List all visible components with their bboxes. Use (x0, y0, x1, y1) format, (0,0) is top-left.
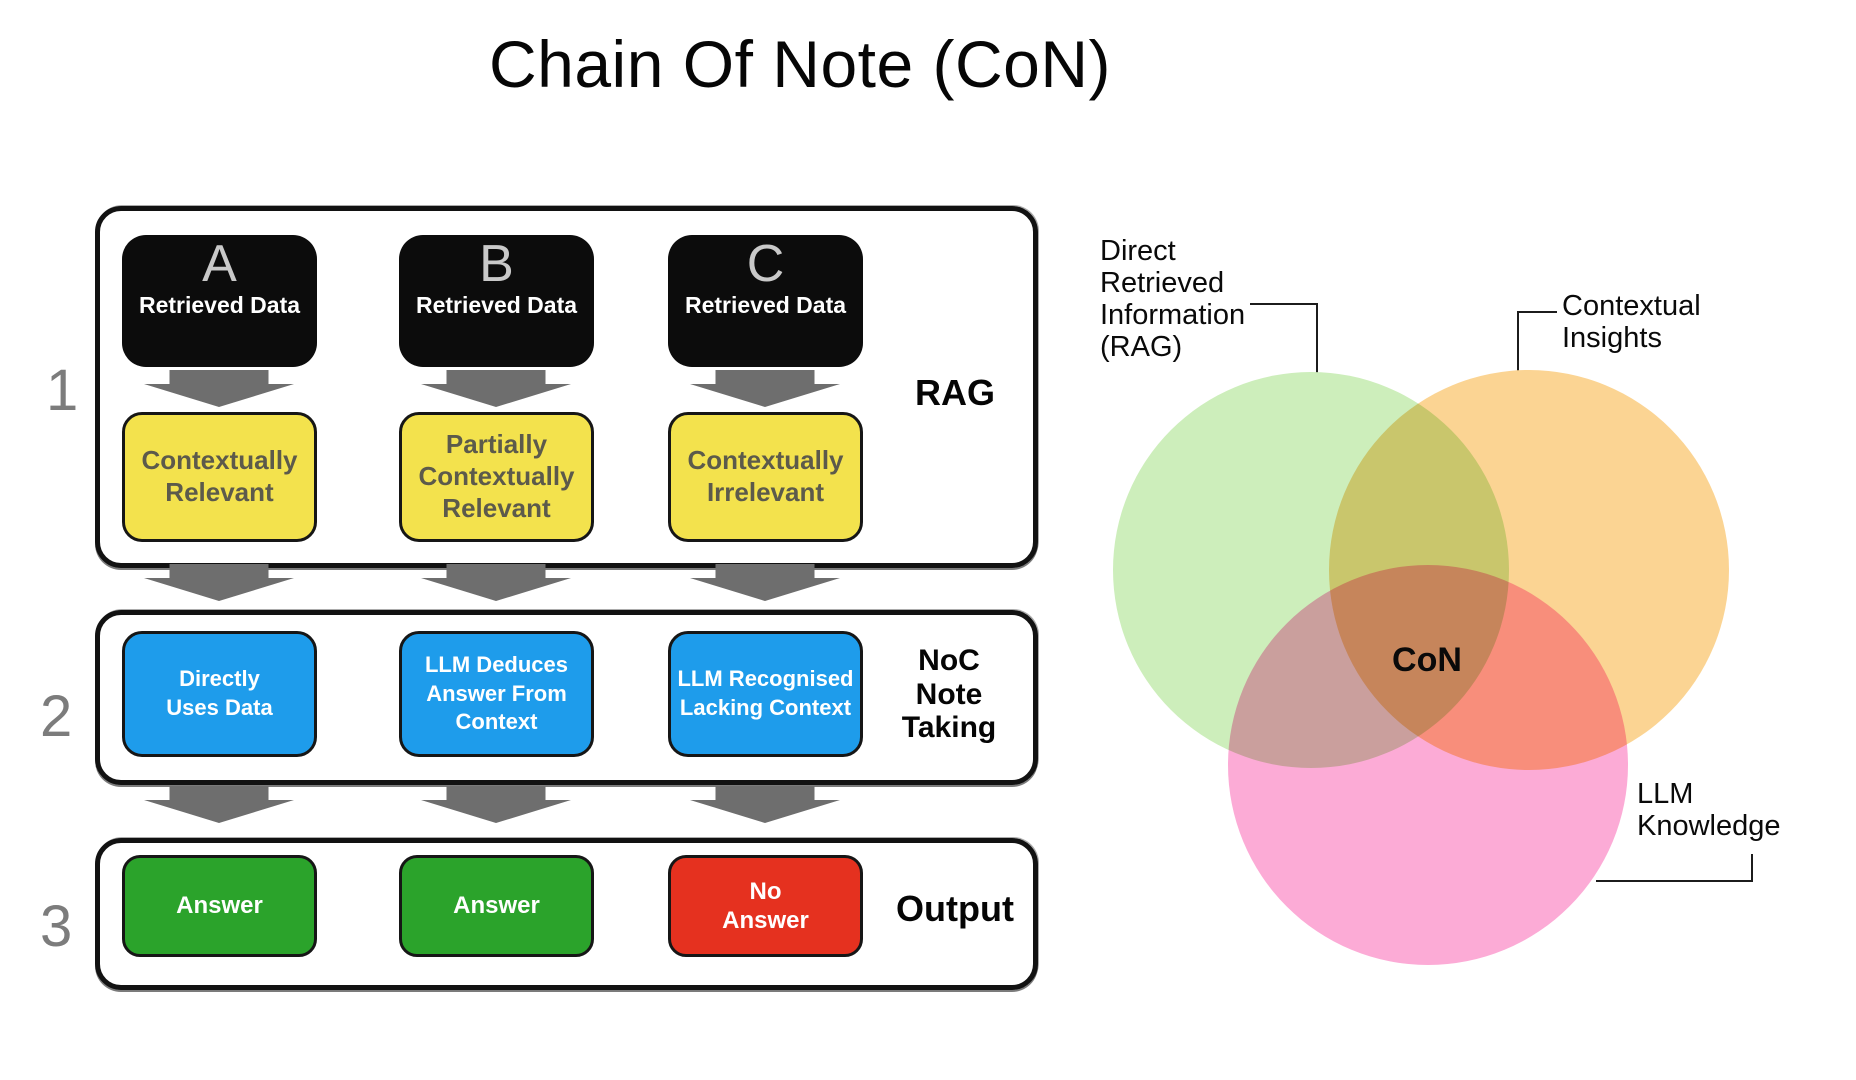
answer-box-a: Answer (122, 855, 317, 957)
venn-circle-rag (1113, 372, 1509, 768)
retrieved-data-box-a: A Retrieved Data (122, 235, 317, 367)
answer-box-b: Answer (399, 855, 594, 957)
assessment-box-a: Contextually Relevant (122, 412, 317, 542)
source-name-b: Retrieved Data (415, 292, 578, 319)
source-name-c: Retrieved Data (684, 292, 847, 319)
note-taking-stage-label: NoC Note Taking (901, 644, 997, 745)
connector-line (1751, 854, 1753, 882)
connector-line (1596, 880, 1753, 882)
note-box-c: LLM Recognised Lacking Context (668, 631, 863, 757)
step-number-3: 3 (40, 894, 73, 959)
frame-output-stage (95, 838, 1038, 990)
venn-center-label: CoN (1392, 641, 1462, 679)
down-arrow-icon (421, 786, 571, 823)
venn-circle-llm-knowledge (1228, 565, 1628, 965)
venn-label-llm-knowledge: LLM Knowledge (1637, 778, 1781, 842)
down-arrow-icon (690, 564, 840, 601)
retrieved-data-box-c: C Retrieved Data (668, 235, 863, 367)
venn-label-contextual-insights: Contextual Insights (1562, 290, 1701, 354)
source-letter-b: B (479, 235, 514, 293)
down-arrow-icon (421, 564, 571, 601)
page-title: Chain Of Note (CoN) (488, 27, 1112, 101)
step-number-1: 1 (46, 358, 79, 423)
connector-line (1316, 303, 1318, 373)
step-number-2: 2 (40, 684, 73, 749)
retrieved-data-box-b: B Retrieved Data (399, 235, 594, 367)
source-name-a: Retrieved Data (138, 292, 301, 319)
down-arrow-icon (144, 786, 294, 823)
connector-line (1517, 311, 1519, 372)
venn-circle-contextual-insights (1329, 370, 1729, 770)
assessment-box-c: Contextually Irrelevant (668, 412, 863, 542)
venn-label-direct-retrieved-information: Direct Retrieved Information (RAG) (1100, 235, 1246, 363)
rag-stage-label: RAG (915, 372, 995, 413)
frame-rag-stage (95, 206, 1038, 568)
down-arrow-icon (144, 564, 294, 601)
source-letter-c: C (746, 235, 785, 293)
note-box-b: LLM Deduces Answer From Context (399, 631, 594, 757)
down-arrow-icon (690, 786, 840, 823)
assessment-box-b: Partially Contextually Relevant (399, 412, 594, 542)
source-letter-a: A (202, 235, 237, 293)
no-answer-box-c: No Answer (668, 855, 863, 957)
note-box-a: Directly Uses Data (122, 631, 317, 757)
output-stage-label: Output (896, 888, 1014, 929)
connector-line (1250, 303, 1318, 305)
frame-note-taking-stage (95, 610, 1038, 785)
connector-line (1517, 311, 1557, 313)
